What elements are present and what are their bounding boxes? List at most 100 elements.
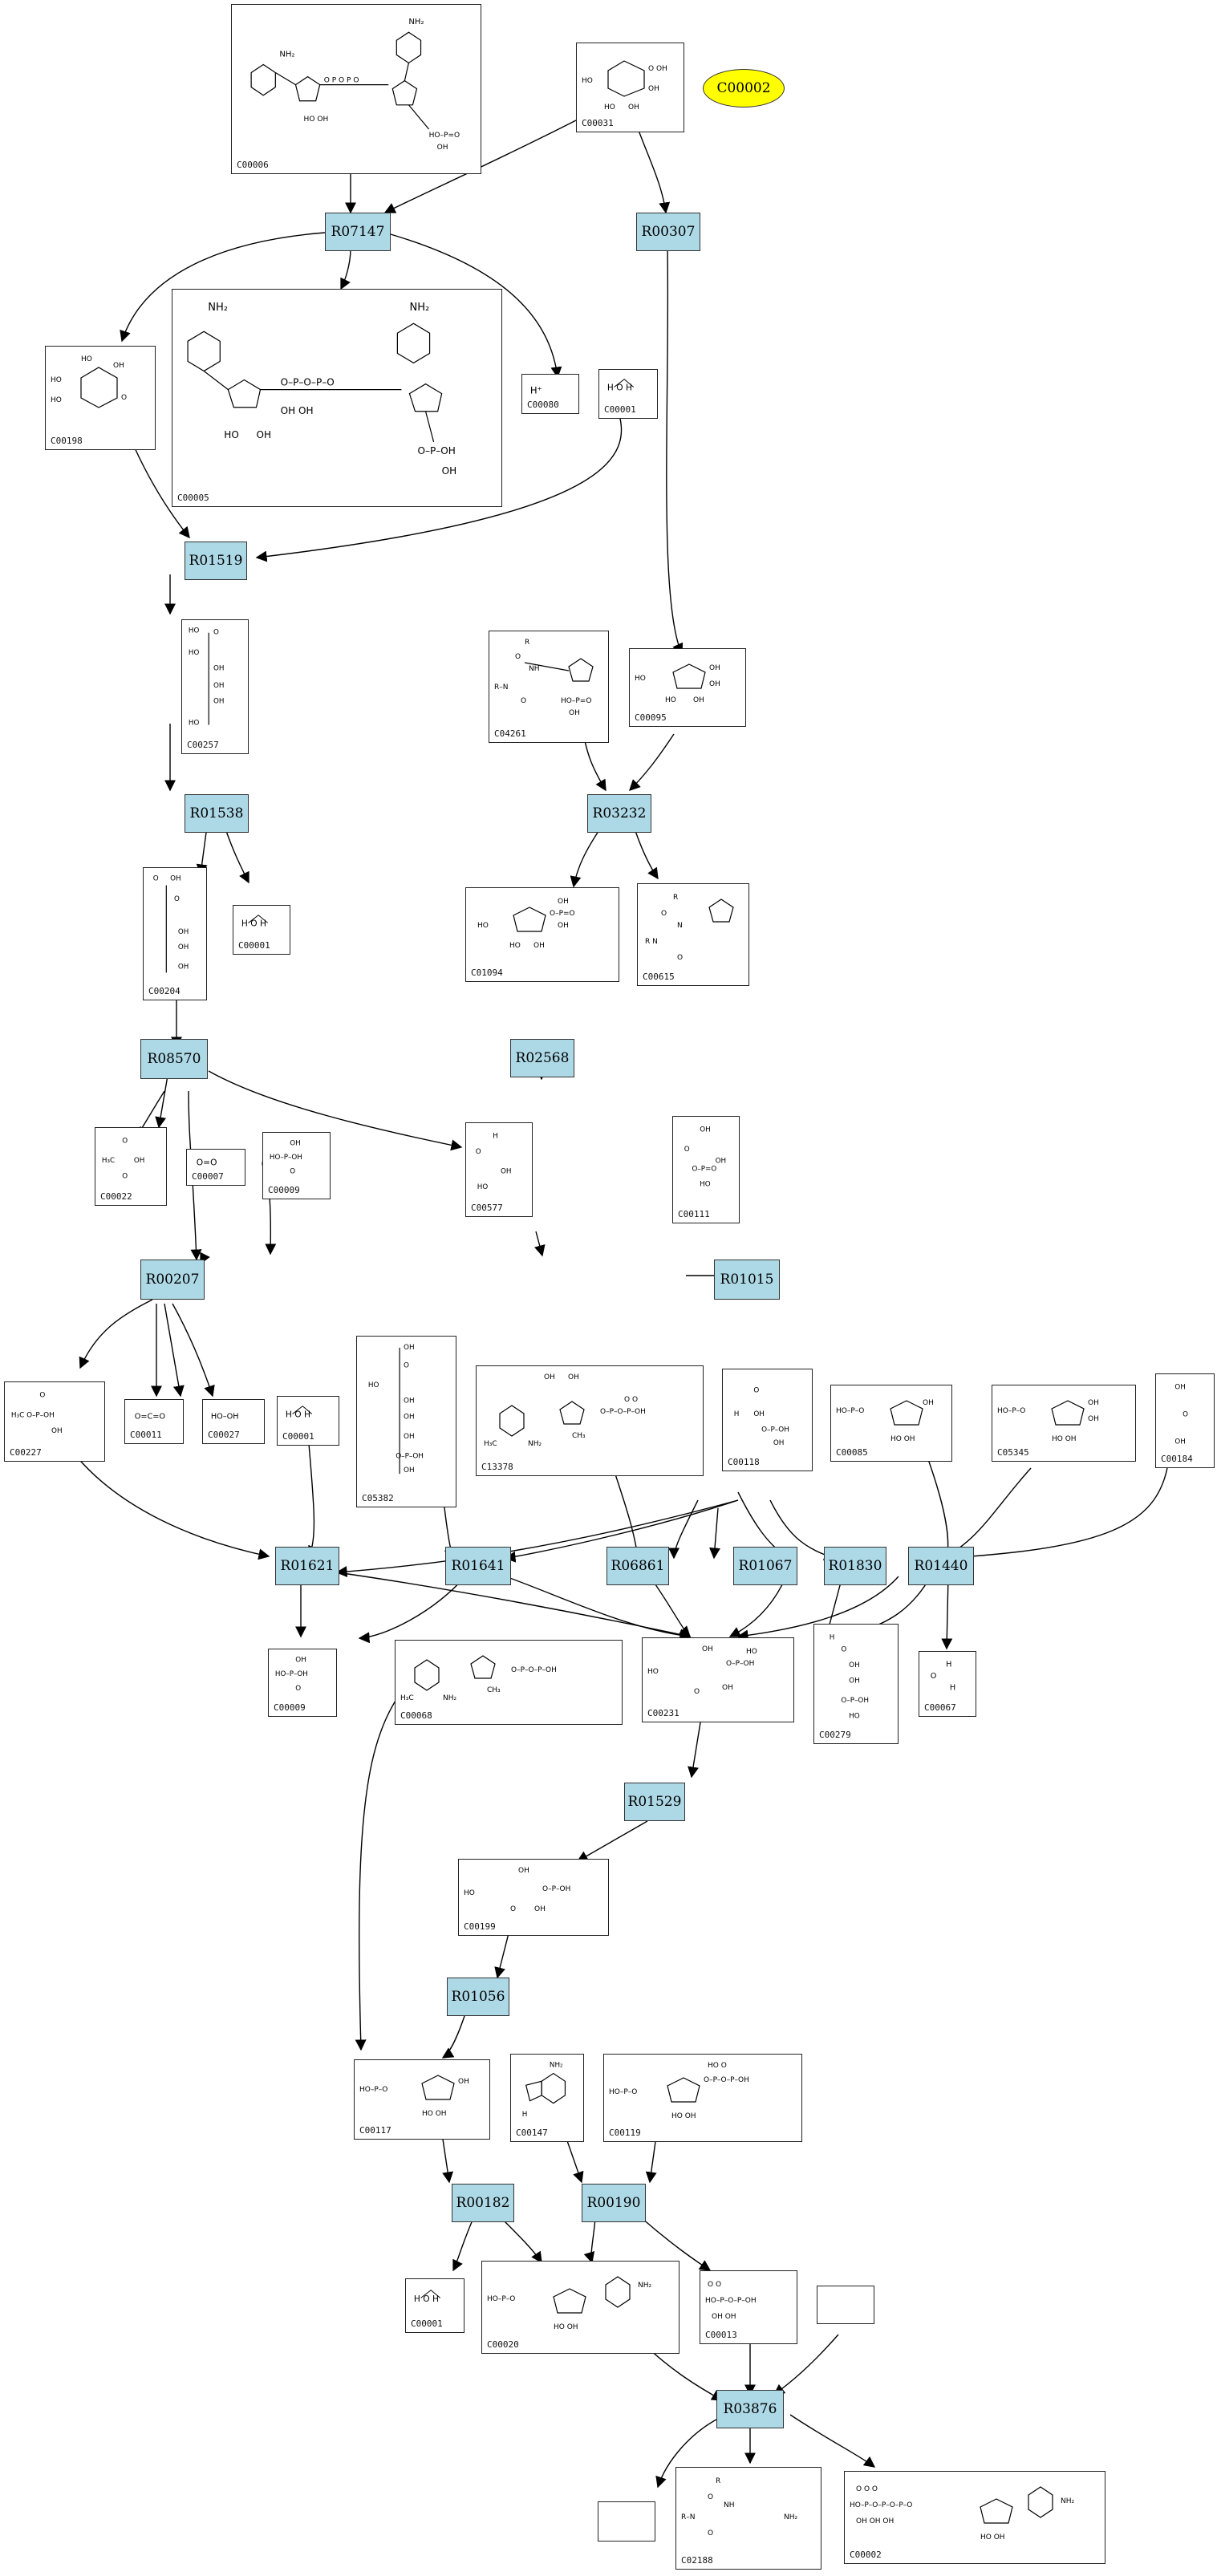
compound-C00198[interactable]: HO OH HO HO O C00198 (45, 346, 156, 450)
reaction-R01621[interactable]: R01621 (275, 1547, 339, 1585)
svg-text:O: O (476, 1148, 481, 1156)
svg-text:H O H: H O H (241, 918, 266, 928)
reaction-R03232[interactable]: R03232 (587, 794, 651, 833)
reaction-R01538[interactable]: R01538 (185, 794, 249, 833)
reaction-R01015[interactable]: R01015 (714, 1260, 780, 1300)
compound-C00080[interactable]: H⁺ C00080 (521, 374, 579, 414)
svg-text:O O: O O (624, 1396, 638, 1404)
svg-text:CH₃: CH₃ (487, 1686, 501, 1694)
svg-text:HO: HO (189, 720, 200, 728)
compound-C00001-b[interactable]: H O H C00001 (233, 905, 290, 955)
svg-text:HO–P=O: HO–P=O (561, 697, 591, 705)
reaction-R06861[interactable]: R06861 (606, 1547, 669, 1585)
molecule-C00007: O=O (197, 1158, 217, 1168)
compound-C00001-c[interactable]: H O H C00001 (277, 1396, 339, 1446)
reaction-R03876[interactable]: R03876 (716, 2390, 784, 2428)
compound-C00011[interactable]: O=C=O C00011 (124, 1399, 184, 1444)
compound-id: C02188 (681, 2555, 713, 2566)
svg-text:OH: OH (568, 1373, 579, 1381)
compound-id: C00009 (274, 1702, 306, 1713)
compound-C00006[interactable]: NH₂ NH₂ O P O P O HO OH HO–P=O OH C00006 (231, 4, 481, 174)
svg-text:NH₂: NH₂ (638, 2282, 652, 2290)
compound-id: C05382 (362, 1493, 394, 1503)
compound-id: C00007 (192, 1171, 224, 1182)
svg-text:NH₂: NH₂ (279, 50, 294, 59)
svg-text:O–P=O: O–P=O (550, 910, 575, 918)
svg-text:OH: OH (1088, 1415, 1099, 1423)
reaction-R01056[interactable]: R01056 (447, 1978, 509, 2016)
svg-text:OH: OH (501, 1167, 511, 1175)
compound-C00002[interactable]: HO–P–O–P–O–P–O O O O OH OH OH NH₂ HO OH … (844, 2471, 1105, 2564)
reaction-R07147[interactable]: R07147 (325, 213, 391, 251)
svg-text:O: O (841, 1645, 846, 1653)
highlight-node-C00002[interactable]: C00002 (703, 69, 785, 108)
reaction-R00190[interactable]: R00190 (582, 2184, 646, 2222)
svg-text:O: O (121, 394, 127, 402)
reaction-R08570[interactable]: R08570 (140, 1039, 208, 1079)
empty-node-1[interactable] (817, 2286, 874, 2324)
compound-C00027[interactable]: HO–OH C00027 (202, 1399, 265, 1444)
molecule-C00080: H⁺ (530, 384, 542, 396)
reaction-R00182[interactable]: R00182 (452, 2184, 514, 2222)
reaction-R02568[interactable]: R02568 (510, 1039, 574, 1077)
reaction-R01519[interactable]: R01519 (185, 542, 247, 580)
compound-id: C00027 (208, 1430, 240, 1440)
reaction-R00207[interactable]: R00207 (140, 1260, 205, 1300)
svg-text:O–P–OH: O–P–OH (841, 1697, 869, 1705)
compound-id: C00002 (850, 2550, 882, 2560)
svg-text:OH: OH (534, 1905, 546, 1913)
compound-C00007[interactable]: O=O C00007 (186, 1149, 245, 1186)
compound-C00031[interactable]: HO O OH OH HO OH C00031 (576, 43, 684, 132)
reaction-R01830[interactable]: R01830 (824, 1547, 886, 1585)
svg-text:OH: OH (437, 144, 448, 152)
svg-text:NH₂: NH₂ (443, 1694, 457, 1702)
reaction-R00307[interactable]: R00307 (636, 213, 700, 251)
compound-C00005[interactable]: NH₂ NH₂ O–P–O–P–O OH OH HO OH O–P–OH OH … (172, 289, 502, 507)
molecule-C00198: HO OH HO HO O (51, 355, 127, 408)
svg-text:OH: OH (558, 898, 569, 906)
empty-node-2[interactable] (598, 2501, 655, 2542)
reaction-R01440[interactable]: R01440 (908, 1547, 974, 1585)
compound-C00001[interactable]: H O H C00001 (598, 369, 658, 419)
reaction-R01529[interactable]: R01529 (624, 1783, 685, 1821)
svg-text:O: O (153, 875, 159, 883)
svg-text:OH: OH (716, 1158, 726, 1166)
svg-text:O–P=O: O–P=O (692, 1165, 716, 1173)
reaction-R01641[interactable]: R01641 (445, 1547, 511, 1585)
reaction-R01067[interactable]: R01067 (733, 1547, 797, 1585)
compound-C00001-d[interactable]: H O H C00001 (405, 2278, 464, 2333)
